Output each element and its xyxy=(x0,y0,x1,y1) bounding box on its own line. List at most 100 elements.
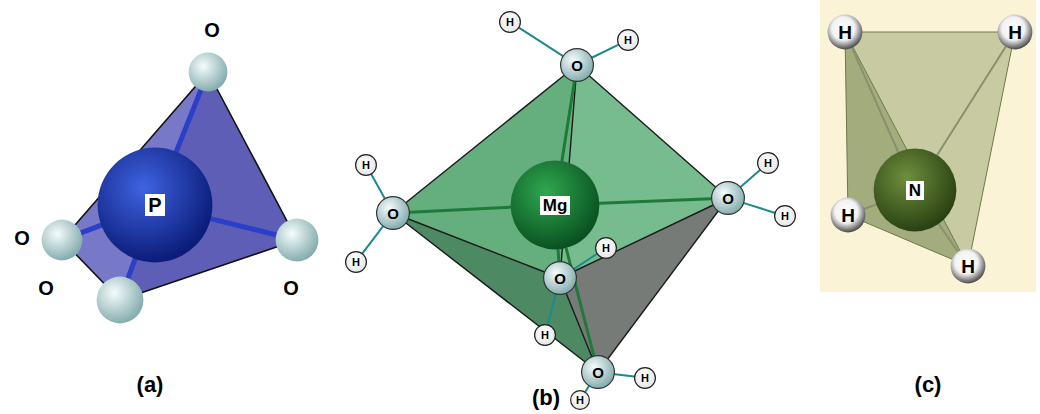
chemical-bond xyxy=(592,45,618,58)
atom-ball-shape xyxy=(98,148,213,263)
chemical-bond xyxy=(865,205,876,209)
atom-symbol: H xyxy=(362,160,370,171)
atom-sphere: O xyxy=(581,355,615,389)
atom-symbol: H xyxy=(602,243,610,254)
atom-sphere: O xyxy=(275,218,319,262)
atom-symbol: H xyxy=(961,257,975,276)
chemical-bond xyxy=(557,250,561,261)
atom-sphere: H xyxy=(634,367,656,389)
atom-sphere: P xyxy=(97,147,213,263)
atom-ball xyxy=(188,52,228,92)
chemical-bond xyxy=(741,170,760,187)
atom-symbol: H xyxy=(352,257,360,268)
atom-ball-shape xyxy=(828,15,863,50)
atom-symbol: H xyxy=(576,395,584,406)
atom-ball-shape xyxy=(571,391,590,410)
atom-symbol: O xyxy=(283,278,299,298)
tetrahedron-face xyxy=(845,32,968,266)
chemical-bond xyxy=(562,82,574,161)
atom-symbol: H xyxy=(841,206,855,225)
chemical-bond xyxy=(939,224,958,251)
atom-sphere: O xyxy=(543,261,577,295)
atom-sphere: O xyxy=(560,48,594,82)
atom-symbol: H xyxy=(1008,23,1022,42)
atom-ball-shape xyxy=(276,219,319,262)
atom-ball-shape xyxy=(582,356,615,389)
atom-symbol: O xyxy=(14,228,30,248)
atom-sphere: H xyxy=(774,205,796,227)
chemical-bond xyxy=(82,225,101,232)
atom-ball xyxy=(96,276,144,324)
chemical-bond xyxy=(371,175,384,199)
atom-sphere: H xyxy=(830,197,866,233)
atom-sphere: H xyxy=(617,29,639,51)
atom-ball-shape xyxy=(356,155,377,176)
atom-symbol: H xyxy=(624,35,632,46)
chemical-bond xyxy=(615,374,634,376)
atom-ball-shape xyxy=(998,15,1033,50)
atom-sphere: H xyxy=(570,390,590,410)
tetrahedron-face xyxy=(845,32,1015,266)
atom-symbol: O xyxy=(204,20,220,40)
atom-ball-shape xyxy=(97,277,144,324)
atom-ball-shape xyxy=(544,262,577,295)
atom-symbol: N xyxy=(906,181,924,200)
chemical-bond xyxy=(852,48,898,151)
atom-ball-shape xyxy=(42,220,83,261)
panel-label: (a) xyxy=(137,372,164,398)
atom-ball-shape xyxy=(500,12,521,33)
atom-sphere: H xyxy=(997,14,1033,50)
atom-ball-shape xyxy=(712,182,745,215)
panel-ground xyxy=(820,0,1036,292)
atom-symbol: O xyxy=(722,191,734,206)
atom-ball-shape xyxy=(635,368,656,389)
atom-sphere: H xyxy=(595,237,617,259)
atom-symbol: H xyxy=(541,330,549,341)
atom-ball-shape xyxy=(831,198,866,233)
atom-ball-shape xyxy=(596,238,617,259)
panel-label: (b) xyxy=(532,385,560,411)
atom-symbol: O xyxy=(387,206,399,221)
atom-ball-shape xyxy=(874,149,957,232)
atom-ball-shape xyxy=(346,252,367,273)
chemical-bond xyxy=(211,219,275,235)
atom-sphere: Mg xyxy=(510,160,600,250)
chemical-bond xyxy=(585,386,588,391)
atom-symbol: H xyxy=(506,17,514,28)
atom-symbol: Mg xyxy=(540,196,571,215)
atom-sphere: H xyxy=(345,251,367,273)
chemical-bond xyxy=(176,91,200,152)
atom-sphere: H xyxy=(534,324,556,346)
chemical-bond xyxy=(600,199,711,203)
atom-ball-shape xyxy=(511,161,600,250)
chemical-bond xyxy=(937,47,1005,154)
atom-ball-shape xyxy=(775,206,796,227)
chemical-bond xyxy=(410,207,510,212)
chemical-bond xyxy=(744,203,774,213)
chemical-bond xyxy=(574,254,597,269)
atom-ball-shape xyxy=(758,153,779,174)
atom-sphere: H xyxy=(827,14,863,50)
atom-sphere: H xyxy=(355,154,377,176)
atom-ball xyxy=(41,219,83,261)
atom-sphere: O xyxy=(711,181,745,215)
chemical-bond xyxy=(519,28,562,56)
atom-sphere: O xyxy=(376,196,410,230)
atom-sphere: O xyxy=(96,276,144,324)
atom-ball-shape xyxy=(618,30,639,51)
atom-symbol: H xyxy=(781,211,789,222)
atom-symbol: H xyxy=(838,23,852,42)
atom-sphere: H xyxy=(757,152,779,174)
panel-label: (c) xyxy=(915,372,942,398)
atom-symbol: H xyxy=(641,373,649,384)
atom-ball-shape xyxy=(189,53,228,92)
atom-sphere: H xyxy=(950,248,986,284)
chemical-bond xyxy=(128,259,135,277)
atom-symbol: O xyxy=(554,271,566,286)
atom-ball-shape xyxy=(951,249,986,284)
tetrahedron-edges xyxy=(62,72,297,300)
chemical-bond xyxy=(548,294,556,324)
atom-symbol: O xyxy=(592,365,604,380)
atom-ball-shape xyxy=(535,325,556,346)
